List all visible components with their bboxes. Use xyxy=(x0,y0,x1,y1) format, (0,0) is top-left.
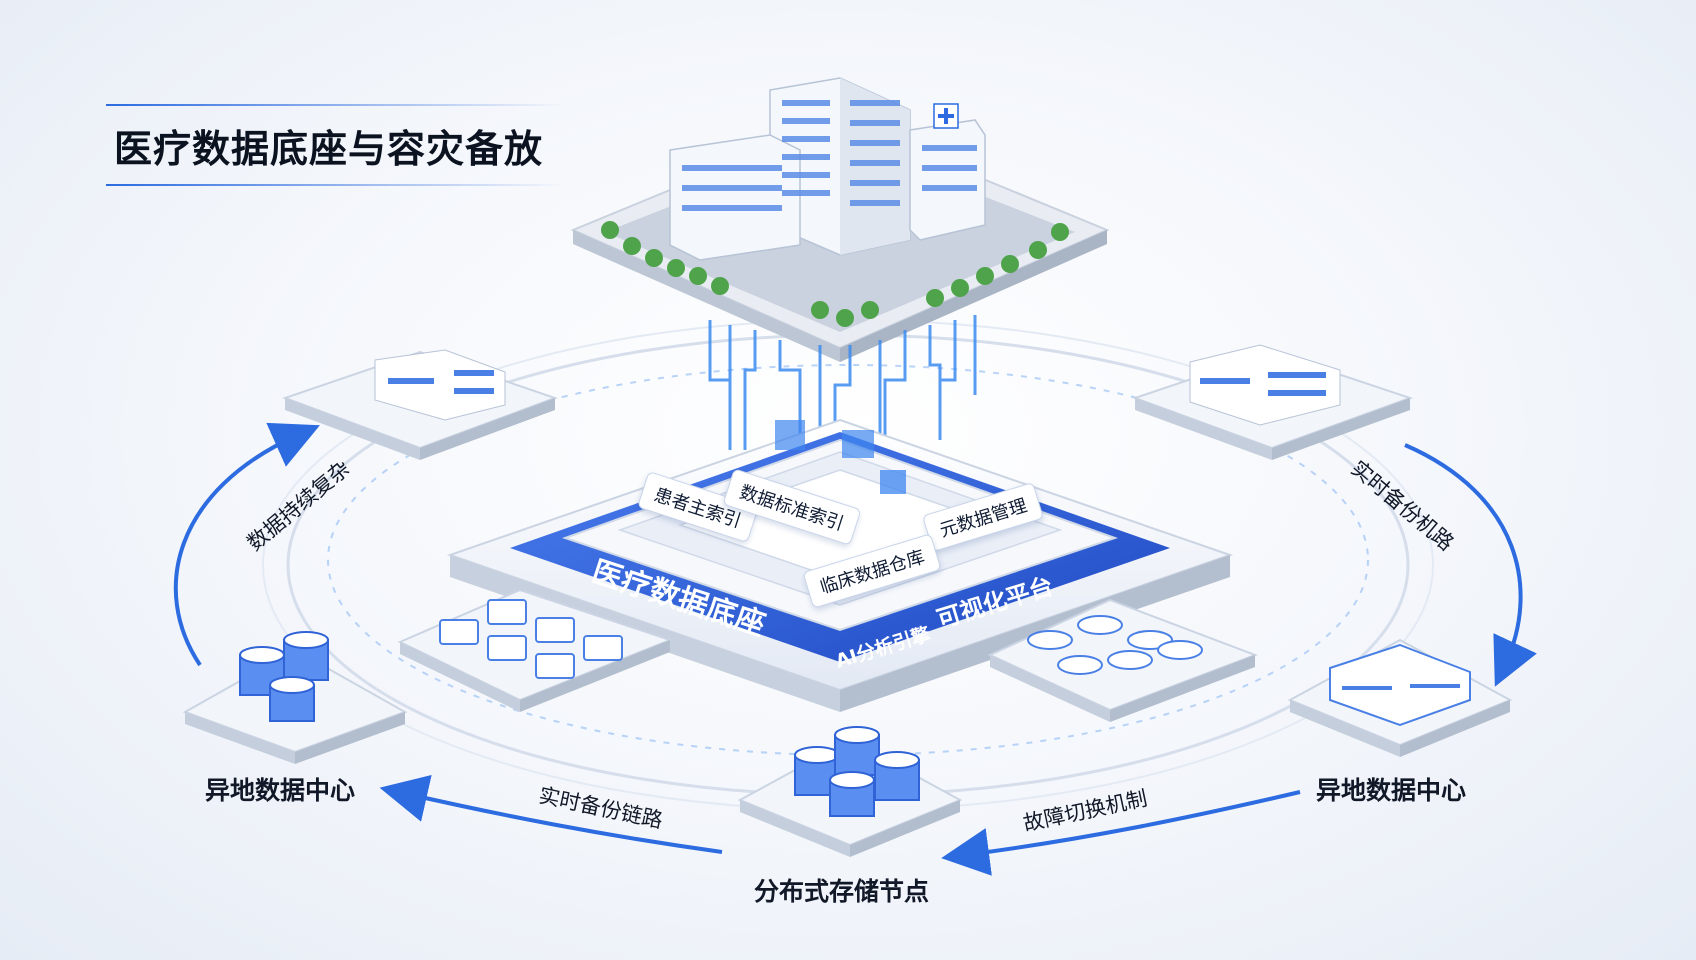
hospital-tile xyxy=(573,78,1107,362)
label-left-dc: 异地数据中心 xyxy=(205,771,355,807)
bottom-storage-tile xyxy=(740,727,960,857)
arrow-left-arc xyxy=(176,435,298,665)
left-building-tile xyxy=(285,350,555,460)
label-right-dc: 异地数据中心 xyxy=(1316,771,1466,807)
right-dc-tile xyxy=(1290,640,1510,757)
arrow-right-arc xyxy=(1405,445,1521,665)
left-dc-tile xyxy=(185,632,405,764)
hospital-building xyxy=(670,78,985,260)
label-bottom-node: 分布式存储节点 xyxy=(754,872,929,908)
